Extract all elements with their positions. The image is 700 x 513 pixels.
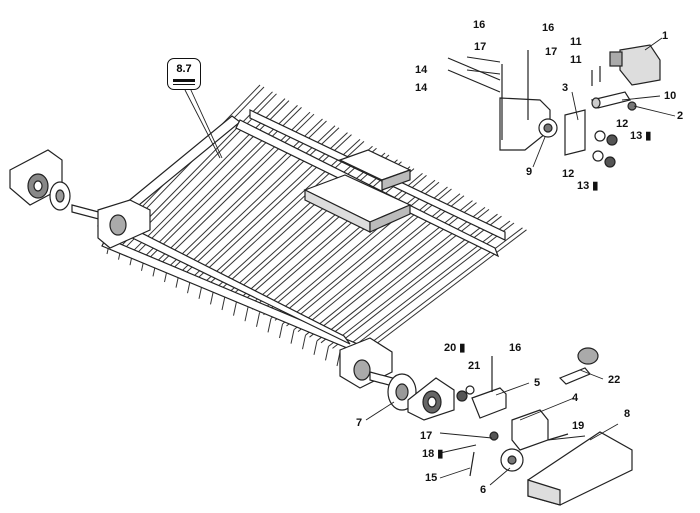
callout-10: 10 [664,90,677,102]
callout-12-b: 12 [562,168,575,180]
callout-13-a: 13 ▮ [630,130,652,142]
callout-14-a: 14 [415,64,428,76]
callout-15: 15 [425,472,438,484]
leader-lines [189,37,676,486]
callout-12-a: 12 [616,118,629,130]
grate-rod-tip [290,329,295,344]
callout-2: 2 [677,110,684,122]
grate-rod [236,159,398,302]
callout-20: 20 ▮ [444,342,466,354]
callout-21: 21 [468,360,481,372]
grate-frame [97,109,506,357]
grate-rod-tip [325,346,329,361]
grate-rod-edge [125,93,277,248]
callout-17-c: 17 [420,430,433,442]
grate-rod-tip [279,323,283,339]
callout-16-b: 16 [542,22,555,34]
callout-11-b: 11 [570,54,582,66]
grate-rod-edge [240,161,402,304]
grate-rod [213,145,373,291]
callout-16-a: 16 [473,19,486,31]
grate-rod [270,179,436,319]
grate-rod [178,125,336,274]
grate-rod-edge [136,100,290,254]
grate-rod [224,152,386,297]
callout-1: 1 [662,30,669,42]
callout-9: 9 [526,166,533,178]
grate-rod [144,105,298,258]
callout-22: 22 [608,374,621,386]
callout-4: 4 [572,392,579,404]
callout-7: 7 [356,417,363,429]
callout-17-a: 17 [474,41,487,53]
grate-rod-edge [182,127,340,276]
grate-rod-edge [159,113,315,265]
callout-5: 5 [534,377,541,389]
grate-rod-tip [313,340,318,355]
grate-rod [155,111,311,263]
top-right-mechanism [447,44,661,168]
right-shaft-assembly [339,337,455,421]
grate-rod-edge [217,147,377,293]
grate-rod [167,118,323,269]
callout-13-b: 13 ▮ [577,180,599,192]
reference-line-icon [173,84,195,85]
callout-16-c: 16 [509,342,522,354]
bottom-right-mechanism [456,347,633,506]
grate-rod-edge [355,229,527,360]
reference-leader [184,89,221,159]
grate-rod [201,139,361,286]
grate-rod-edge [251,168,415,310]
reference-number: 8.7 [176,63,192,75]
grate-rod-tip [221,295,226,311]
callout-18: 18 ▮ [422,448,444,460]
grate-rod-tip [244,307,249,322]
grate-rod-edge [148,107,302,260]
callout-6: 6 [480,484,487,496]
grate-rod-edge [228,154,390,299]
left-shaft-assembly [9,149,151,249]
grate-rod-tip [267,318,272,333]
grate-rod-tip [256,312,260,327]
callout-17-b: 17 [545,46,558,58]
callout-11-a: 11 [570,36,582,48]
callout-19: 19 [572,420,585,432]
callout-3: 3 [562,82,569,94]
grate-rod [132,98,286,252]
grate-rod-edge [274,181,440,321]
callout-14-b: 14 [415,82,428,94]
reference-bar-icon [173,79,195,82]
reference-callout-box: 8.7 [167,58,201,90]
callout-8: 8 [624,408,631,420]
grate-rod-edge [205,141,365,288]
grate-rod-edge [263,175,427,316]
grate-rod [190,132,348,280]
grate-rod-edge [171,120,327,271]
grate-rod [259,173,423,314]
grate-rod-edge [194,134,352,282]
grate-rod-tip [233,301,237,316]
center-plates [303,149,412,233]
grate-rod-tip [302,335,306,350]
